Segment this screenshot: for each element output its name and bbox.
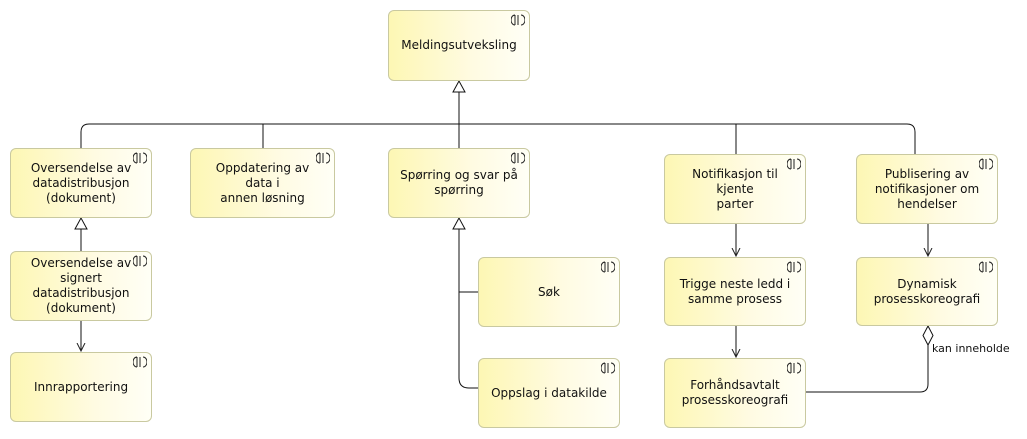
- node-meldingsutveksling[interactable]: Meldingsutveksling: [388, 10, 530, 81]
- node-innrapportering[interactable]: Innrapportering: [10, 352, 152, 422]
- node-label: Spørring og svar på spørring: [400, 168, 518, 197]
- archimate-business-process-icon: [787, 261, 801, 273]
- specialization-sporring: [452, 216, 478, 389]
- node-label: Innrapportering: [33, 379, 129, 394]
- specialization-oversendelse: [74, 216, 88, 251]
- edge-label-kan-inneholde: kan inneholde: [932, 342, 1010, 355]
- node-label: Oppdatering av data i annen løsning: [215, 160, 310, 205]
- archimate-business-process-icon: [133, 255, 147, 267]
- node-label: Forhåndsavtalt prosesskoreografi: [681, 378, 789, 407]
- archimate-business-process-icon: [787, 362, 801, 374]
- node-label: Notifikasjon til kjente parter: [692, 166, 778, 211]
- node-label: Oppslag i datakilde: [491, 385, 607, 400]
- archimate-business-process-icon: [316, 152, 330, 164]
- node-label: Publisering av notifikasjoner om hendels…: [874, 166, 980, 211]
- archimate-business-process-icon: [133, 356, 147, 368]
- node-sok[interactable]: Søk: [478, 257, 620, 327]
- node-label: Søk: [538, 284, 560, 299]
- archimate-business-process-icon: [601, 261, 615, 273]
- archimate-business-process-icon: [511, 14, 525, 26]
- node-dynamisk[interactable]: Dynamisk prosesskoreografi: [856, 257, 998, 326]
- node-sporring[interactable]: Spørring og svar på spørring: [388, 148, 530, 218]
- specialization-tree: [80, 79, 916, 154]
- aggregation-edge: [806, 324, 934, 393]
- node-oversendelse-signert[interactable]: Oversendelse av signert datadistribusjon…: [10, 251, 152, 321]
- archimate-business-process-icon: [787, 158, 801, 170]
- node-forhandsavtalt[interactable]: Forhåndsavtalt prosesskoreografi: [664, 358, 806, 428]
- node-publisering[interactable]: Publisering av notifikasjoner om hendels…: [856, 154, 998, 224]
- node-oversendelse[interactable]: Oversendelse av datadistribusjon (dokume…: [10, 148, 152, 218]
- archimate-business-process-icon: [601, 362, 615, 374]
- node-label: Oversendelse av datadistribusjon (dokume…: [30, 160, 132, 205]
- node-oppslag[interactable]: Oppslag i datakilde: [478, 358, 620, 428]
- node-label: Dynamisk prosesskoreografi: [873, 276, 981, 306]
- node-label: Oversendelse av signert datadistribusjon…: [30, 256, 132, 315]
- archimate-business-process-icon: [979, 158, 993, 170]
- node-trigge[interactable]: Trigge neste ledd i samme prosess: [664, 257, 806, 326]
- node-oppdatering[interactable]: Oppdatering av data i annen løsning: [190, 148, 335, 218]
- archimate-business-process-icon: [979, 261, 993, 273]
- node-label: Meldingsutveksling: [401, 38, 517, 52]
- node-label: Trigge neste ledd i samme prosess: [679, 276, 791, 306]
- archimate-business-process-icon: [133, 152, 147, 164]
- archimate-business-process-icon: [511, 152, 525, 164]
- node-notifikasjon[interactable]: Notifikasjon til kjente parter: [664, 154, 806, 224]
